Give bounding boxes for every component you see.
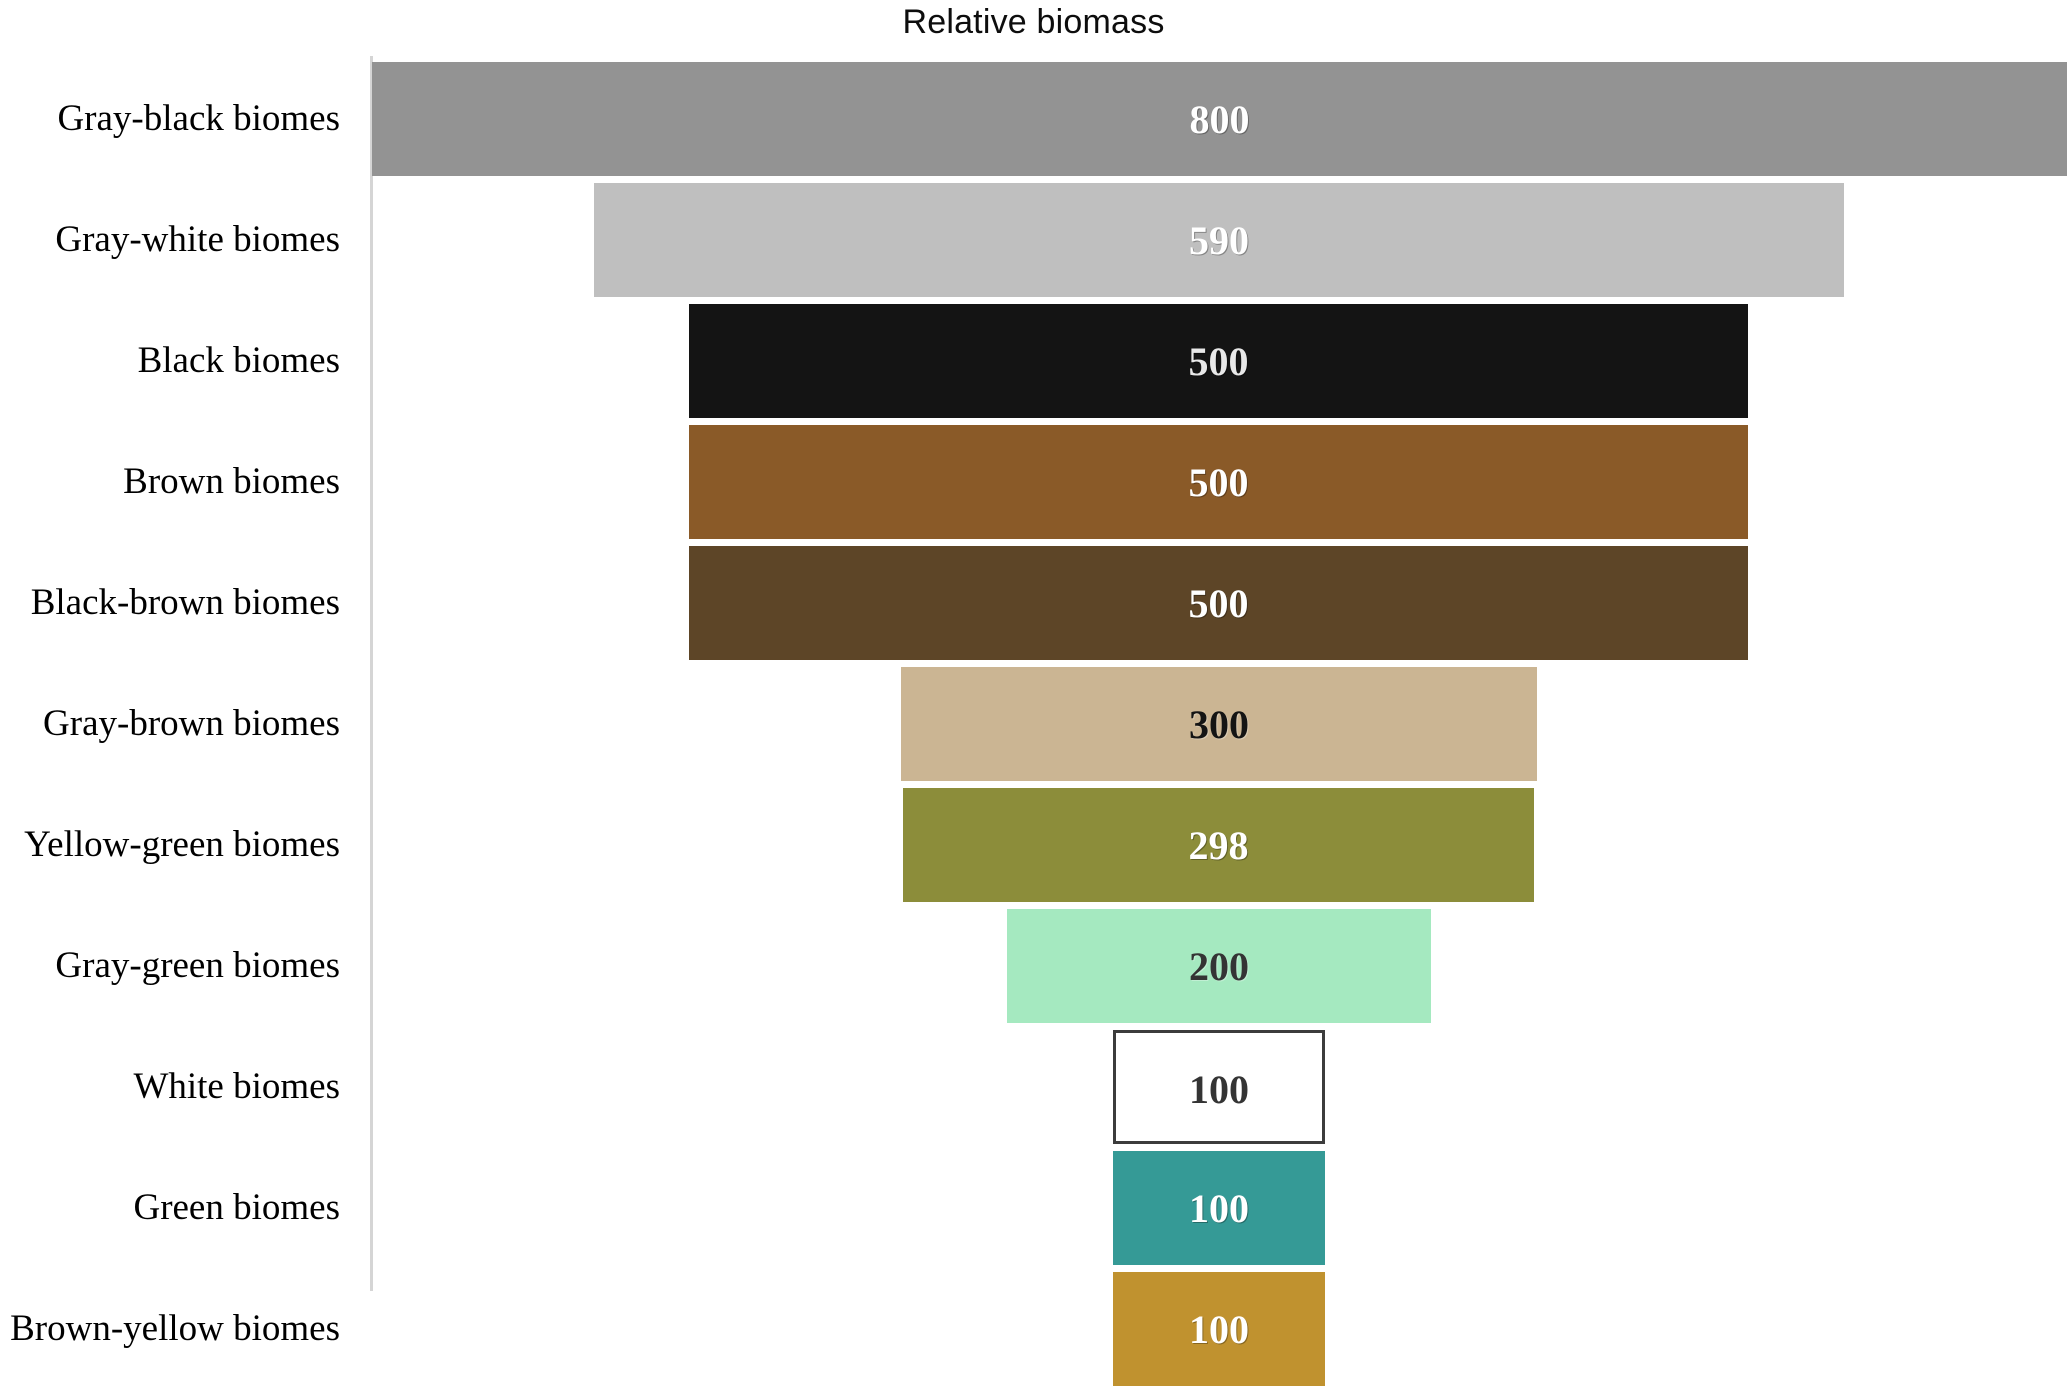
funnel-row: Brown biomes 500 — [0, 425, 2067, 539]
funnel-row: Green biomes 100 — [0, 1151, 2067, 1265]
bar-value-label: 300 — [1189, 702, 1249, 747]
category-label: Gray-black biomes — [57, 98, 340, 139]
funnel-row: Gray-white biomes 590 — [0, 183, 2067, 297]
category-label: Black-brown biomes — [30, 582, 340, 623]
bar-value-label: 500 — [1188, 581, 1249, 626]
funnel-row: Black biomes 500 — [0, 304, 2067, 418]
funnel-bar[interactable]: 200 — [1007, 909, 1431, 1023]
category-label: Yellow-green biomes — [24, 824, 340, 865]
funnel-row: Brown-yellow biomes 100 — [0, 1272, 2067, 1386]
category-axis-line — [370, 56, 373, 1291]
bar-value-label: 500 — [1188, 460, 1249, 505]
category-label: Green biomes — [133, 1187, 340, 1228]
funnel-row: Gray-black biomes 800 — [0, 62, 2067, 176]
category-label: Brown-yellow biomes — [10, 1308, 340, 1349]
funnel-bar[interactable]: 500 — [689, 546, 1748, 660]
funnel-bar[interactable]: 300 — [901, 667, 1537, 781]
funnel-bar[interactable]: 590 — [594, 183, 1844, 297]
category-label: Gray-white biomes — [55, 219, 340, 260]
bar-value-label: 100 — [1189, 1307, 1249, 1352]
category-label: Black biomes — [137, 340, 340, 381]
funnel-bar[interactable]: 100 — [1113, 1030, 1325, 1144]
bar-value-label: 298 — [1188, 823, 1249, 868]
bar-value-label: 200 — [1189, 944, 1249, 989]
funnel-bar[interactable]: 500 — [689, 304, 1748, 418]
funnel-bar[interactable]: 298 — [903, 788, 1534, 902]
funnel-row: White biomes 100 — [0, 1030, 2067, 1144]
bar-value-label: 100 — [1189, 1186, 1249, 1231]
bar-value-label: 800 — [1189, 97, 1250, 142]
funnel-bar[interactable]: 800 — [372, 62, 2067, 176]
bar-value-label: 500 — [1188, 339, 1249, 384]
funnel-bar[interactable]: 100 — [1113, 1151, 1325, 1265]
funnel-row: Gray-green biomes 200 — [0, 909, 2067, 1023]
bar-value-label: 590 — [1189, 218, 1249, 263]
funnel-bar[interactable]: 100 — [1113, 1272, 1325, 1386]
category-label: Gray-brown biomes — [43, 703, 340, 744]
chart-title: Relative biomass — [902, 3, 1165, 41]
category-label: White biomes — [133, 1066, 340, 1107]
funnel-bar[interactable]: 500 — [689, 425, 1748, 539]
category-label: Gray-green biomes — [55, 945, 340, 986]
bar-value-label: 100 — [1189, 1067, 1249, 1112]
category-label: Brown biomes — [123, 461, 340, 502]
funnel-row: Gray-brown biomes 300 — [0, 667, 2067, 781]
funnel-row: Black-brown biomes 500 — [0, 546, 2067, 660]
funnel-row: Yellow-green biomes 298 — [0, 788, 2067, 902]
